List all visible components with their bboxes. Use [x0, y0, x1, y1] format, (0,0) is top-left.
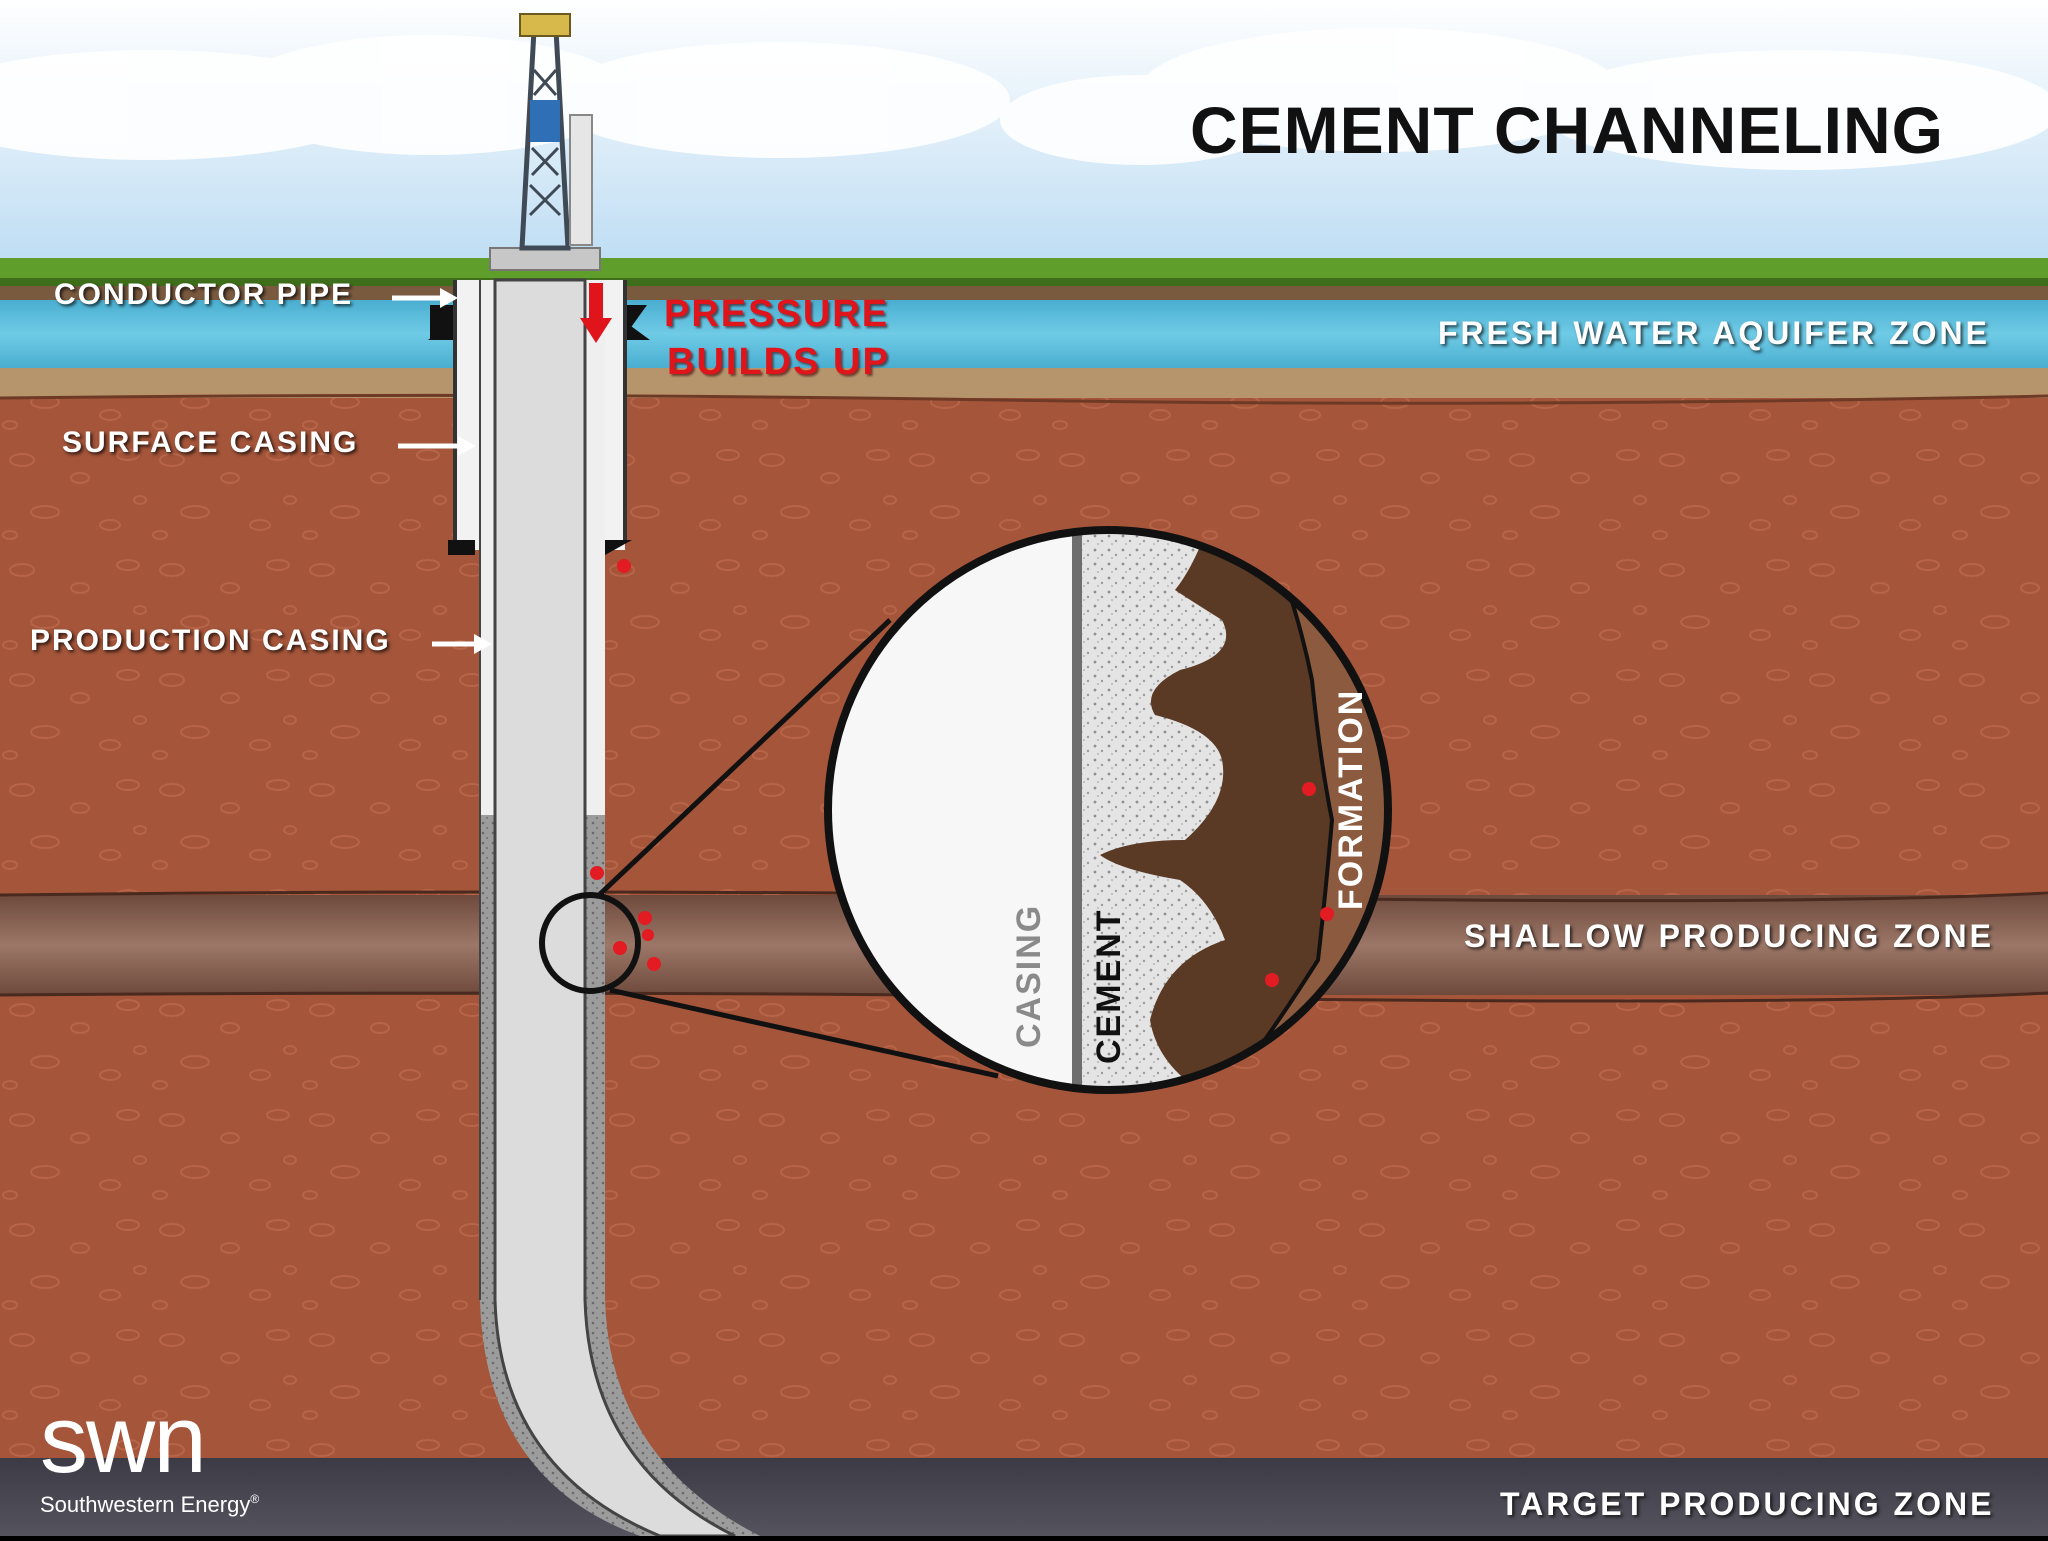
production-casing-label: PRODUCTION CASING [30, 624, 391, 657]
surface-casing-label: SURFACE CASING [62, 426, 359, 459]
target-producing-zone [0, 1458, 2048, 1536]
fresh-water-zone-label: FRESH WATER AQUIFER ZONE [1438, 315, 1990, 351]
shallow-zone-label: SHALLOW PRODUCING ZONE [1464, 918, 1994, 954]
grass [0, 258, 2048, 280]
pressure-label-line1: PRESSURE [664, 293, 890, 335]
logo-registered-mark: ® [250, 1492, 260, 1506]
page-title: CEMENT CHANNELING [1190, 93, 1944, 167]
formation-detail-label: FORMATION [1332, 688, 1370, 910]
formation-detail [1250, 530, 1388, 1090]
casing-detail-label: CASING [1010, 903, 1048, 1048]
logo-mark: swn [40, 1386, 207, 1493]
logo-company-name: Southwestern Energy [40, 1492, 251, 1517]
gas-bubbles [590, 559, 661, 971]
drilling-rig [489, 13, 601, 271]
company-logo: swn Southwestern Energy® [40, 1392, 259, 1518]
zoom-line-top [596, 618, 892, 898]
zoom-line-bottom [609, 987, 999, 1079]
conductor-pipe-label: CONDUCTOR PIPE [54, 278, 354, 311]
cement-detail-label: CEMENT [1090, 908, 1128, 1064]
fresh-water-aquifer-zone [0, 300, 2048, 368]
pressure-label-line2: BUILDS UP [667, 341, 890, 383]
magnifier-circle [824, 526, 1392, 1094]
target-zone-label: TARGET PRODUCING ZONE [1500, 1486, 1995, 1522]
highlight-circle [539, 892, 641, 994]
label-arrows [392, 288, 492, 654]
pressure-label: PRESSURE BUILDS UP [664, 290, 890, 386]
pressure-arrow [580, 283, 612, 343]
